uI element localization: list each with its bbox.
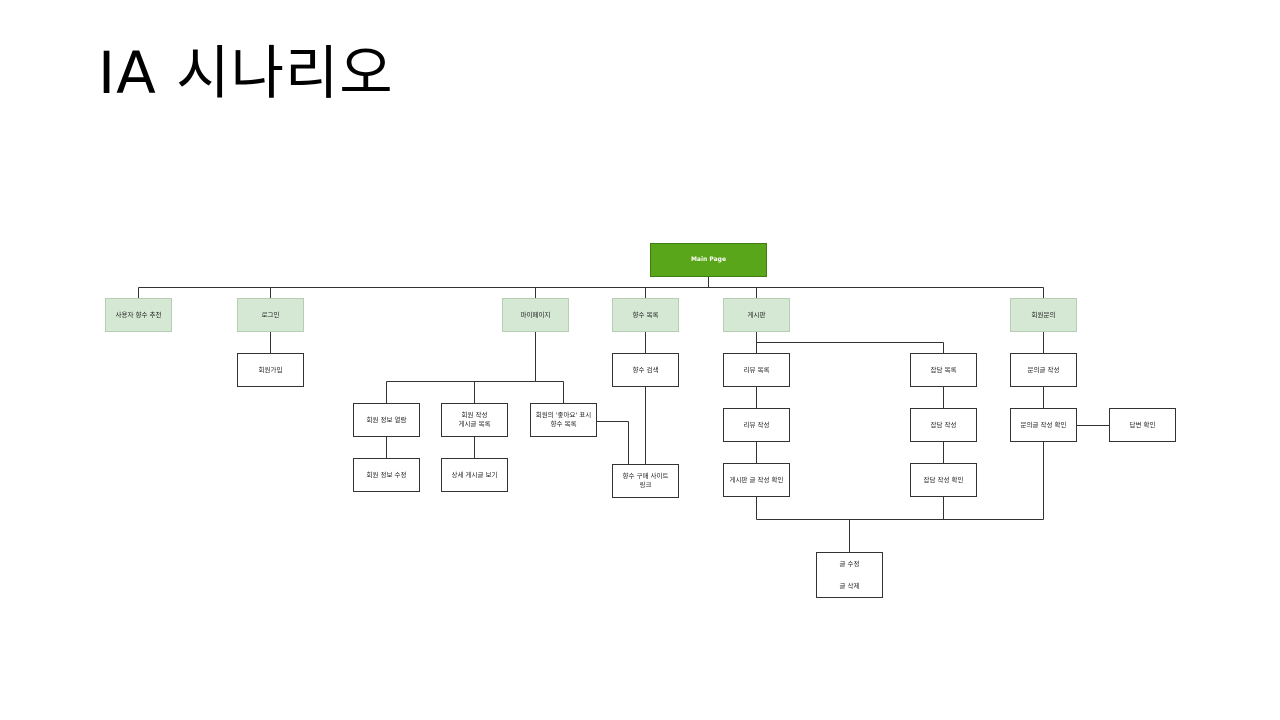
node-purchase-link: 향수 구매 사이트 링크 (612, 464, 679, 498)
node-main-page: Main Page (650, 243, 767, 277)
node-review-write: 리뷰 작성 (723, 408, 790, 442)
node-perfume-search: 향수 검색 (612, 353, 679, 387)
node-answer-confirm: 답변 확인 (1109, 408, 1176, 442)
node-mypage: 마이페이지 (502, 298, 569, 332)
node-post-edit: 글 수정 (816, 552, 883, 575)
node-review-list: 리뷰 목록 (723, 353, 790, 387)
node-chat-list: 잡담 목록 (910, 353, 977, 387)
node-inquiry-confirm: 문의글 작성 확인 (1010, 408, 1077, 442)
node-chat-confirm: 잡담 작성 확인 (910, 463, 977, 497)
node-post-detail: 상세 게시글 보기 (441, 458, 508, 492)
node-member-inquiry: 회원문의 (1010, 298, 1077, 332)
page-title: IA 시나리오 (98, 39, 394, 107)
node-member-info-edit: 회원 정보 수정 (353, 458, 420, 492)
node-chat-write: 잡담 작성 (910, 408, 977, 442)
node-member-info-view: 회원 정보 열람 (353, 403, 420, 437)
node-inquiry-write: 문의글 작성 (1010, 353, 1077, 387)
node-perfume-list: 향수 목록 (612, 298, 679, 332)
node-board: 게시판 (723, 298, 790, 332)
node-login: 로그인 (237, 298, 304, 332)
node-board-post-confirm: 게시판 글 작성 확인 (723, 463, 790, 497)
node-member-likes: 회원의 '좋아요' 표시 향수 목록 (530, 403, 597, 437)
node-signup: 회원가입 (237, 353, 304, 387)
node-post-delete: 글 삭제 (816, 575, 883, 598)
node-user-recommendation: 사용자 향수 추천 (105, 298, 172, 332)
node-member-posts: 회원 작성 게시글 목록 (441, 403, 508, 437)
